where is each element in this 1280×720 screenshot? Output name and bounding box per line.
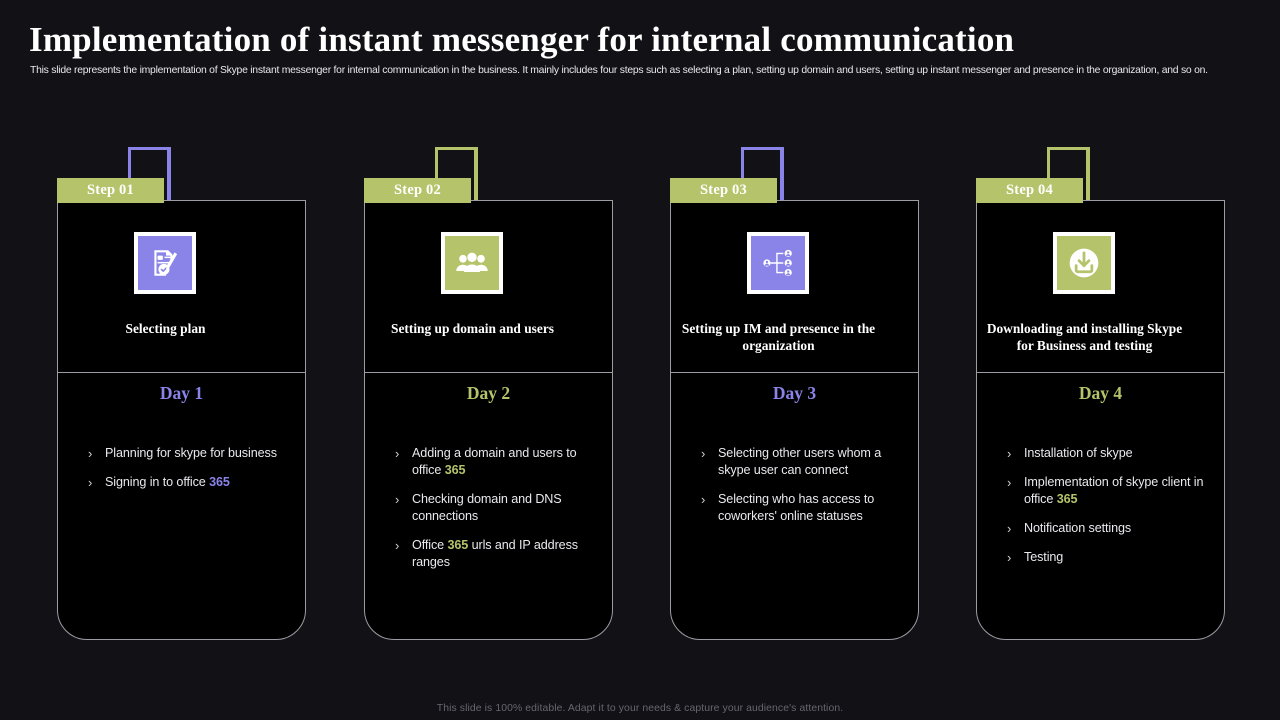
list-item: › Installation of skype bbox=[1007, 445, 1207, 462]
step-divider-3 bbox=[670, 372, 919, 373]
chevron-right-icon: › bbox=[701, 492, 706, 507]
list-item: › Adding a domain and users to office 365 bbox=[395, 445, 595, 479]
chevron-right-icon: › bbox=[88, 475, 93, 490]
steps-container: Step 01 Selecting plan Day 1 bbox=[0, 140, 1280, 650]
download-icon bbox=[1057, 236, 1111, 290]
list-item-label: Checking domain and DNS connections bbox=[412, 492, 562, 523]
document-check-pen-icon bbox=[138, 236, 192, 290]
list-item-label: Implementation of skype client in office… bbox=[1024, 475, 1204, 506]
highlight-term: 365 bbox=[444, 463, 466, 477]
step-bullets-4: › Installation of skype › Implementation of… bbox=[1007, 445, 1207, 578]
highlight-term: 365 bbox=[447, 538, 469, 552]
highlight-term: 365 bbox=[209, 475, 230, 489]
step-divider-1 bbox=[57, 372, 306, 373]
org-chart-users-icon bbox=[751, 236, 805, 290]
list-item: › Selecting who has access to coworkers' … bbox=[701, 491, 901, 525]
connector-tail-2 bbox=[475, 147, 478, 252]
step-divider-4 bbox=[976, 372, 1225, 373]
step-heading-3: Setting up IM and presence in the organi… bbox=[681, 321, 876, 353]
step-heading-4: Downloading and installing Skype for Bus… bbox=[986, 321, 1183, 353]
page-title: Implementation of instant messenger for … bbox=[29, 20, 1015, 59]
step-icon-tile-2 bbox=[441, 232, 503, 294]
chevron-right-icon: › bbox=[701, 446, 706, 461]
chevron-right-icon: › bbox=[1007, 475, 1012, 490]
step-card-4[interactable]: Step 04 Downloading and installing Skype… bbox=[959, 140, 1266, 650]
list-item: › Signing in to office 365 bbox=[88, 474, 288, 491]
chevron-right-icon: › bbox=[88, 446, 93, 461]
step-bullets-1: › Planning for skype for business › Signing… bbox=[88, 445, 288, 503]
list-item: › Testing bbox=[1007, 549, 1207, 566]
list-item-label: Adding a domain and users to office 365 bbox=[412, 446, 577, 477]
footer-note: This slide is 100% editable. Adapt it to… bbox=[436, 703, 844, 714]
users-group-icon bbox=[445, 236, 499, 290]
step-heading-1: Selecting plan bbox=[125, 321, 206, 336]
step-day-4: Day 4 bbox=[1078, 383, 1123, 403]
list-item-label: Planning for skype for business bbox=[105, 446, 277, 460]
step-day-1: Day 1 bbox=[159, 383, 204, 403]
highlight-term: 365 bbox=[1056, 492, 1078, 506]
step-badge-1[interactable]: Step 01 bbox=[57, 178, 164, 203]
chevron-right-icon: › bbox=[1007, 550, 1012, 565]
step-card-3[interactable]: Step 03 bbox=[653, 140, 960, 650]
chevron-right-icon: › bbox=[395, 446, 400, 461]
list-item-label: Testing bbox=[1024, 550, 1064, 564]
page-subtitle: This slide represents the implementation… bbox=[30, 65, 1208, 76]
list-item: › Selecting other users whom a skype user… bbox=[701, 445, 901, 479]
step-bullets-3: › Selecting other users whom a skype user… bbox=[701, 445, 901, 537]
step-card-2[interactable]: Step 02 Setting up domain and users Day … bbox=[347, 140, 654, 650]
step-badge-2[interactable]: Step 02 bbox=[364, 178, 471, 203]
list-item-label: Selecting who has access to coworkers' o… bbox=[718, 492, 875, 523]
list-item-label: Office 365 urls and IP address ranges bbox=[412, 538, 578, 569]
connector-tail-4 bbox=[1087, 147, 1090, 252]
list-item-label: Signing in to office 365 bbox=[105, 475, 230, 489]
chevron-right-icon: › bbox=[395, 538, 400, 553]
chevron-right-icon: › bbox=[1007, 521, 1012, 536]
step-day-2: Day 2 bbox=[466, 383, 511, 403]
chevron-right-icon: › bbox=[395, 492, 400, 507]
step-divider-2 bbox=[364, 372, 613, 373]
list-item: › Office 365 urls and IP address ranges bbox=[395, 537, 595, 571]
list-item-label: Notification settings bbox=[1024, 521, 1132, 535]
step-badge-4[interactable]: Step 04 bbox=[976, 178, 1083, 203]
chevron-right-icon: › bbox=[1007, 446, 1012, 461]
step-heading-2: Setting up domain and users bbox=[391, 321, 554, 336]
step-badge-3[interactable]: Step 03 bbox=[670, 178, 777, 203]
connector-tail-1 bbox=[168, 147, 171, 252]
list-item: › Implementation of skype client in offic… bbox=[1007, 474, 1207, 508]
step-day-3: Day 3 bbox=[772, 383, 817, 403]
list-item: › Checking domain and DNS connections bbox=[395, 491, 595, 525]
list-item-label: Installation of skype bbox=[1024, 446, 1133, 460]
list-item: › Notification settings bbox=[1007, 520, 1207, 537]
step-bullets-2: › Adding a domain and users to office 365… bbox=[395, 445, 595, 583]
step-icon-tile-3 bbox=[747, 232, 809, 294]
step-card-1[interactable]: Step 01 Selecting plan Day 1 bbox=[40, 140, 347, 650]
step-icon-tile-4 bbox=[1053, 232, 1115, 294]
connector-tail-3 bbox=[781, 147, 784, 252]
list-item-label: Selecting other users whom a skype user … bbox=[718, 446, 882, 477]
list-item: › Planning for skype for business bbox=[88, 445, 288, 462]
step-icon-tile-1 bbox=[134, 232, 196, 294]
